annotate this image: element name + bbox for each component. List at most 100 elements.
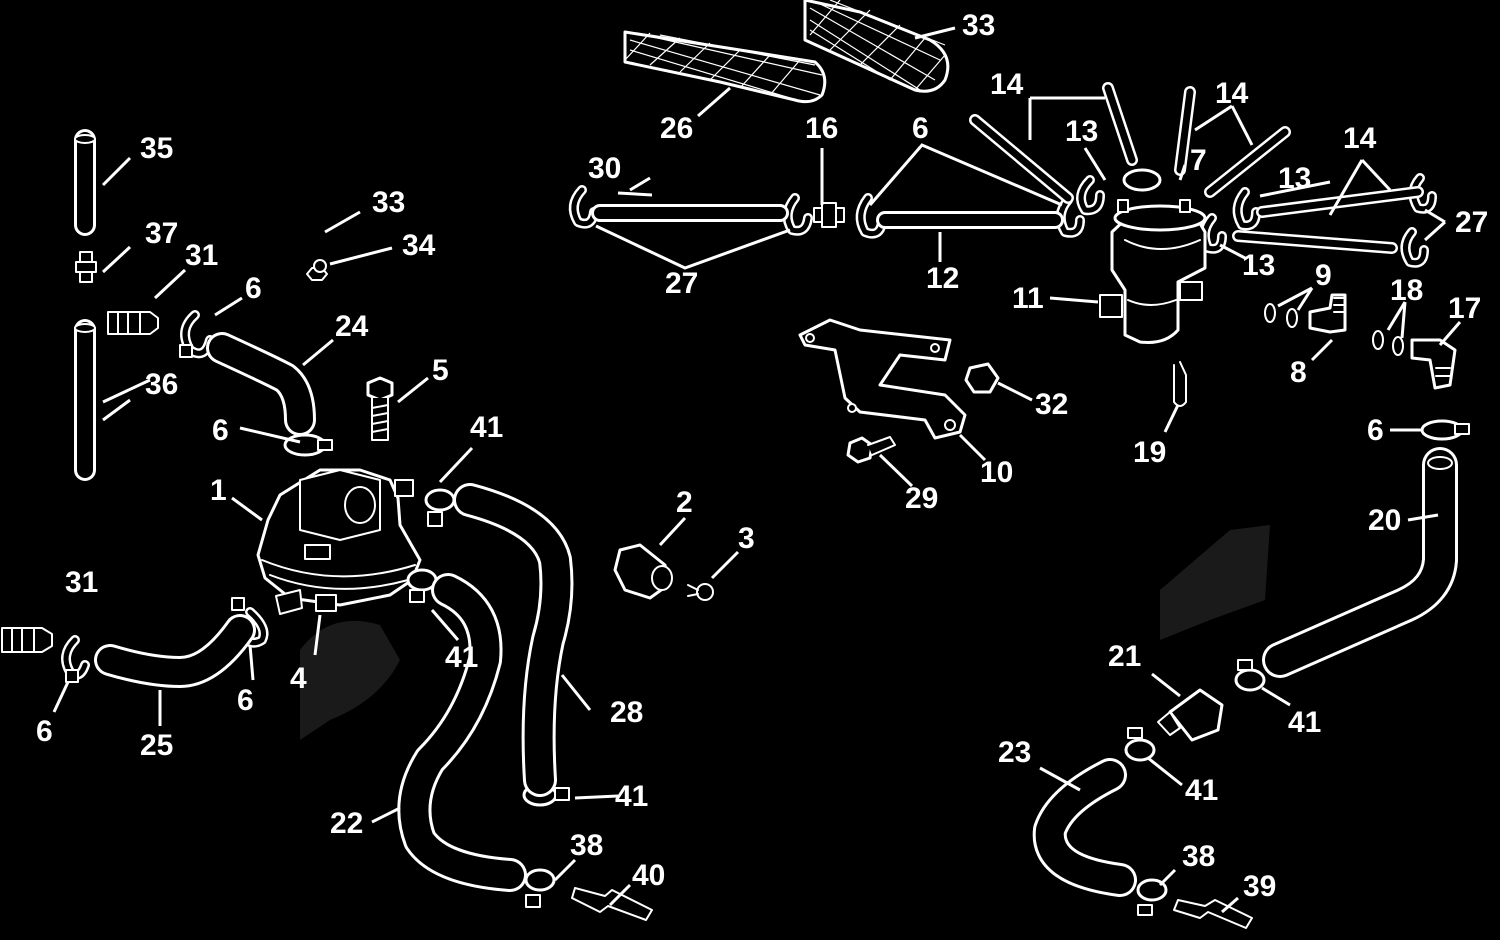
part-35-hose	[74, 129, 96, 236]
shadow-region	[300, 620, 400, 740]
callout-38: 38	[1182, 840, 1215, 873]
part-33-sleeve	[803, 0, 950, 93]
callout-2: 2	[676, 486, 693, 519]
part-6-clamp	[855, 193, 887, 239]
part-19-pin	[1173, 361, 1187, 407]
callout-26: 26	[660, 112, 693, 145]
part-14-hoses	[969, 82, 1424, 254]
part-21-inline-filter	[1157, 688, 1224, 742]
callout-37: 37	[145, 217, 178, 250]
part-6-clamp	[1055, 195, 1085, 238]
callout-14: 14	[990, 68, 1024, 101]
part-27-clamp	[568, 185, 599, 229]
callout-32: 32	[1035, 388, 1068, 421]
callout-41: 41	[470, 411, 503, 444]
callout-8: 8	[1290, 356, 1307, 389]
part-29-bolt	[846, 436, 896, 464]
callout-9: 9	[1315, 259, 1332, 292]
part-38-clamp	[1136, 878, 1168, 916]
callout-23: 23	[998, 736, 1031, 769]
part-26-sleeve	[623, 30, 827, 104]
callout-31: 31	[65, 566, 98, 599]
part-6-clamp	[179, 310, 215, 359]
callout-36: 36	[145, 368, 178, 401]
callout-19: 19	[1133, 436, 1166, 469]
part-13-clamp	[1199, 213, 1227, 254]
callout-13: 13	[1065, 115, 1098, 148]
callout-24: 24	[335, 310, 369, 343]
callout-6: 6	[912, 112, 929, 145]
callout-21: 21	[1108, 640, 1141, 673]
callout-34: 34	[402, 229, 436, 262]
part-3-screw	[687, 583, 714, 601]
part-drawings	[1, 0, 1470, 929]
part-22-hose	[397, 573, 527, 892]
part-25-hose	[94, 614, 256, 688]
callout-41: 41	[445, 641, 478, 674]
part-1-fuel-pump	[256, 468, 422, 615]
callout-38: 38	[570, 829, 603, 862]
part-34-washer	[313, 259, 327, 273]
part-36-hose	[74, 319, 96, 481]
callout-4: 4	[290, 662, 307, 695]
part-6-clamp	[1420, 419, 1470, 441]
callout-25: 25	[140, 729, 173, 762]
callout-20: 20	[1368, 504, 1401, 537]
callout-6: 6	[237, 684, 254, 717]
callout-6: 6	[1367, 414, 1384, 447]
callout-31: 31	[185, 239, 218, 272]
callout-35: 35	[140, 132, 173, 165]
callout-33: 33	[372, 186, 405, 219]
callout-17: 17	[1448, 292, 1481, 325]
callout-5: 5	[432, 354, 449, 387]
part-31-fitting	[107, 311, 159, 335]
part-10-bracket	[798, 318, 967, 440]
callout-14: 14	[1343, 122, 1377, 155]
part-17-elbow-fitting	[1410, 338, 1457, 390]
part-28-hose	[453, 483, 574, 797]
callout-14: 14	[1215, 77, 1249, 110]
part-8-elbow-fitting	[1308, 293, 1347, 334]
part-6-clamp	[283, 433, 333, 457]
callout-39: 39	[1243, 870, 1276, 903]
part-41-clamp	[1234, 659, 1266, 692]
part-18-o-ring	[1392, 336, 1404, 356]
callout-22: 22	[330, 807, 363, 840]
part-6-clamp	[1076, 175, 1105, 216]
callout-29: 29	[905, 482, 938, 515]
part-41-clamp	[406, 568, 438, 603]
part-39-fitting	[1173, 899, 1253, 929]
part-6-clamp	[61, 635, 90, 683]
part-37-connector	[75, 251, 97, 283]
callout-6: 6	[245, 272, 262, 305]
part-20-hose	[1262, 447, 1458, 678]
part-27-clamp	[1400, 227, 1429, 268]
part-9-o-ring	[1286, 308, 1298, 328]
part-32-nut	[964, 362, 1000, 394]
part-16-connector	[813, 202, 845, 228]
part-31-fitting	[1, 627, 53, 653]
part-41-clamp	[424, 488, 456, 527]
callout-27: 27	[1455, 206, 1488, 239]
callout-41: 41	[1288, 706, 1321, 739]
callout-13: 13	[1278, 162, 1311, 195]
callout-1: 1	[210, 474, 227, 507]
callout-41: 41	[615, 780, 648, 813]
part-27-clamp	[782, 193, 813, 236]
callout-40: 40	[632, 859, 665, 892]
callout-3: 3	[738, 522, 755, 555]
callout-28: 28	[610, 696, 643, 729]
leader-lines	[52, 26, 1462, 914]
callout-18: 18	[1390, 274, 1423, 307]
part-5-bolt	[366, 376, 394, 441]
part-18-o-ring	[1372, 330, 1384, 350]
callout-16: 16	[805, 112, 838, 145]
callout-27: 27	[665, 267, 698, 300]
callout-7: 7	[1190, 144, 1207, 177]
callout-6: 6	[36, 715, 53, 748]
part-13-clamp	[1122, 168, 1162, 192]
part-9-o-ring	[1264, 303, 1276, 323]
callout-11: 11	[1012, 282, 1044, 315]
callout-33: 33	[962, 9, 995, 42]
